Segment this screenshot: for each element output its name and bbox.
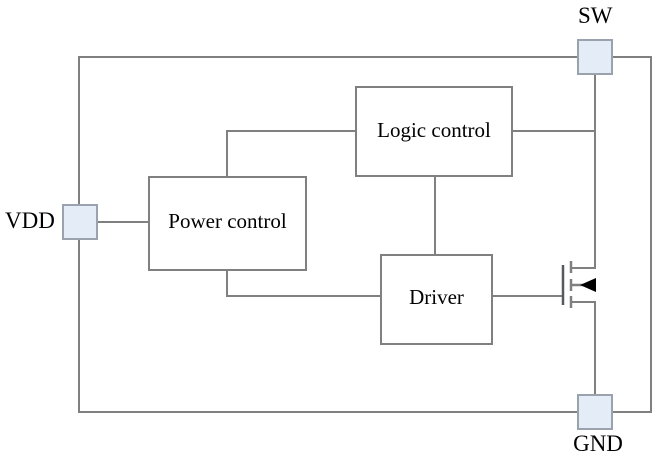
- power-control-box[interactable]: [148, 176, 307, 271]
- wire-mosfet-source-to-gnd: [570, 301, 596, 396]
- wire-power-control-to-logic-control: [226, 130, 357, 178]
- logic-control-box[interactable]: [355, 86, 513, 177]
- gnd-pad[interactable]: [577, 394, 613, 430]
- wire-sw-to-mosfet-drain: [570, 73, 596, 269]
- wire-power-control-to-driver: [226, 269, 382, 297]
- driver-box[interactable]: [380, 254, 493, 345]
- sw-pin-label: SW: [578, 3, 613, 28]
- vdd-pin-label: VDD: [5, 208, 55, 233]
- gnd-pin-label: GND: [573, 431, 623, 456]
- driver-label: Driver: [409, 285, 464, 309]
- mosfet-arrow-icon: [580, 278, 596, 292]
- logic-control-label: Logic control: [377, 118, 491, 142]
- sw-pad[interactable]: [577, 39, 613, 75]
- power-control-label: Power control: [168, 209, 287, 233]
- vdd-pad[interactable]: [62, 204, 98, 240]
